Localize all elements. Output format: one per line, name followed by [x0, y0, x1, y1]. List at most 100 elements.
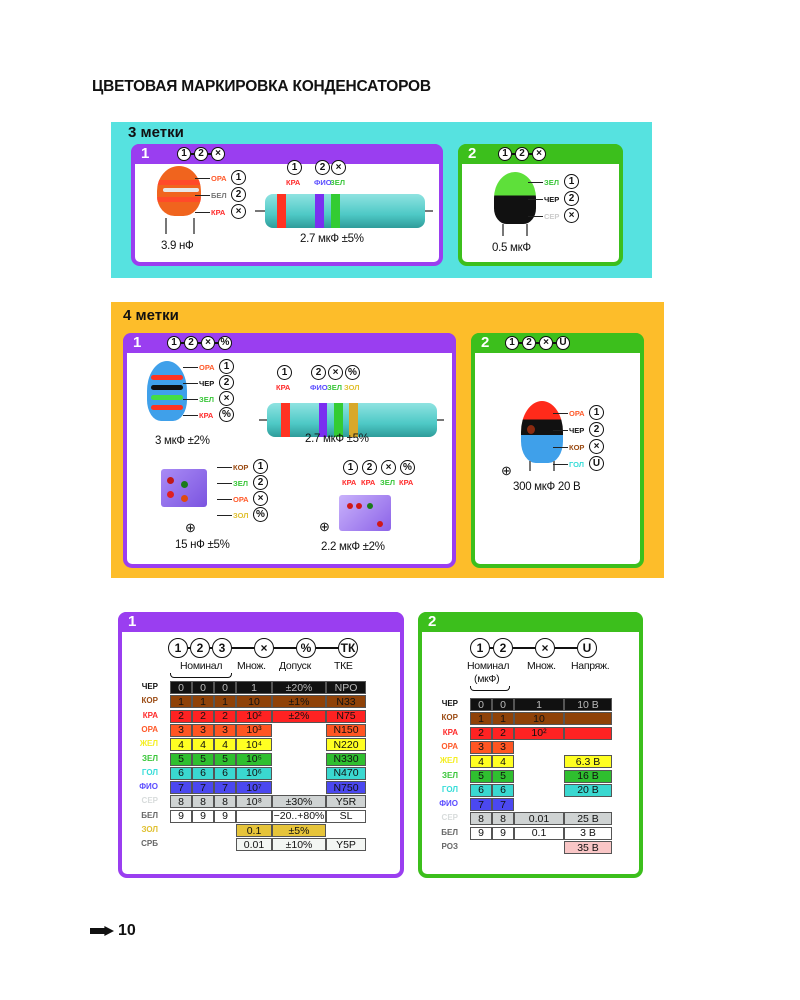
code-symbol-icon: × [254, 638, 274, 658]
connector-line [519, 342, 522, 344]
table-cell [564, 712, 612, 726]
color-label: КРА [276, 383, 291, 392]
code-symbol-icon: 1 [253, 459, 268, 474]
table-cell: 1 [192, 695, 214, 709]
table-cell: 5 [170, 752, 192, 766]
code-symbol-icon: × [253, 491, 268, 506]
table-cell: 3 В [564, 826, 612, 840]
table-cell: 10² [236, 709, 272, 723]
color-label: ГОЛ [569, 460, 585, 469]
row-color-label: БЕЛ [141, 810, 158, 820]
table-cell: 1 [170, 695, 192, 709]
connector-line [191, 153, 194, 155]
box-number: 2 [481, 334, 490, 351]
code-symbol-icon: 2 [515, 147, 529, 161]
connector-line [232, 647, 254, 649]
row-color-label: ОРА [141, 724, 158, 734]
connector-line [181, 342, 184, 344]
page-number: 10 [118, 922, 136, 939]
table-cell: −20..+80% [272, 809, 326, 823]
table-cell: 5 [470, 769, 492, 783]
leader-line [553, 413, 568, 414]
positive-terminal-icon: ⊕ [319, 519, 330, 534]
table-cell: Y5P [326, 838, 366, 852]
table-cell: 9 [170, 809, 192, 823]
table-cell: 6 [214, 766, 236, 780]
row-color-label: РОЗ [441, 842, 458, 851]
table-cell: N150 [326, 723, 366, 737]
leader-line [183, 383, 198, 384]
table-cell: 6.3 В [564, 755, 612, 769]
color-label: ЗЕЛ [327, 383, 342, 392]
row-color-label: СЕР [141, 796, 158, 806]
table-cell: 3 [470, 740, 492, 754]
table-cell: 0.01 [236, 838, 272, 852]
row-color-label: КРА [442, 727, 458, 737]
code-symbol-icon: ТК [338, 638, 358, 658]
row-color-label: ЗОЛ [141, 825, 158, 834]
row-color-label: СЕР [441, 813, 458, 823]
color-label: КОР [569, 443, 585, 452]
leader-line [195, 195, 210, 196]
row-color-label: ЧЕР [141, 682, 158, 691]
color-label: ЗЕЛ [233, 479, 248, 488]
code-symbol-icon: % [400, 460, 415, 475]
code-symbol-icon: 2 [564, 191, 579, 206]
code-symbol-icon: 2 [219, 375, 234, 390]
table-cell: N33 [326, 695, 366, 709]
box-number: 2 [468, 145, 477, 162]
code-symbol-icon: 2 [190, 638, 210, 658]
color-label: ОРА [199, 363, 215, 372]
table-cell: 0.01 [514, 812, 564, 826]
table-cell: 2 [492, 726, 514, 740]
table-cell [564, 726, 612, 740]
color-label: ЧЕР [569, 426, 585, 435]
column-header-nominal: Номинал [467, 660, 510, 672]
table-cell: ±10% [272, 838, 326, 852]
connector-line [513, 647, 535, 649]
table-cell: 0 [170, 681, 192, 694]
code-symbol-icon: 2 [493, 638, 513, 658]
leader-line [183, 399, 198, 400]
color-label: ЧЕР [544, 195, 560, 204]
code-symbol-icon: 1 [168, 638, 188, 658]
tubular-capacitor-illustration [265, 194, 425, 228]
color-label: ЗЕЛ [330, 178, 345, 187]
color-label: ЗЕЛ [544, 178, 559, 187]
table-cell: 8 [492, 812, 514, 826]
disc-capacitor-illustration [147, 361, 187, 421]
table-cell: 10⁷ [236, 781, 272, 795]
row-color-label: КРА [142, 710, 158, 720]
table-cell: 4 [214, 738, 236, 752]
code-symbol-icon: × [535, 638, 555, 658]
leader-line [195, 212, 210, 213]
leader-line [217, 467, 232, 468]
table-cell: N75 [326, 709, 366, 723]
table-cell: 8 [470, 812, 492, 826]
positive-terminal-icon: ⊕ [185, 520, 196, 535]
row-color-label: КОР [141, 696, 158, 706]
connector-line [198, 342, 201, 344]
code-symbol-icon: 1 [343, 460, 358, 475]
leader-line [528, 216, 543, 217]
table-cell: 9 [192, 809, 214, 823]
table-cell: 3 [492, 740, 514, 754]
code-symbol-icon: % [218, 336, 232, 350]
three-marks-heading: 3 метки [128, 124, 184, 141]
table-cell: 0 [192, 681, 214, 694]
code-symbol-icon: % [219, 407, 234, 422]
table-cell: 7 [470, 798, 492, 812]
capacitance-value: 2.2 мкФ ±2% [321, 541, 385, 553]
connector-line [555, 647, 577, 649]
color-label: КРА [211, 208, 226, 217]
color-label: ОРА [211, 174, 227, 183]
row-color-label: ГОЛ [441, 784, 458, 794]
row-color-label: ЗЕЛ [142, 753, 158, 763]
table-cell: N470 [326, 766, 366, 780]
row-color-label: ЗЕЛ [442, 770, 458, 780]
